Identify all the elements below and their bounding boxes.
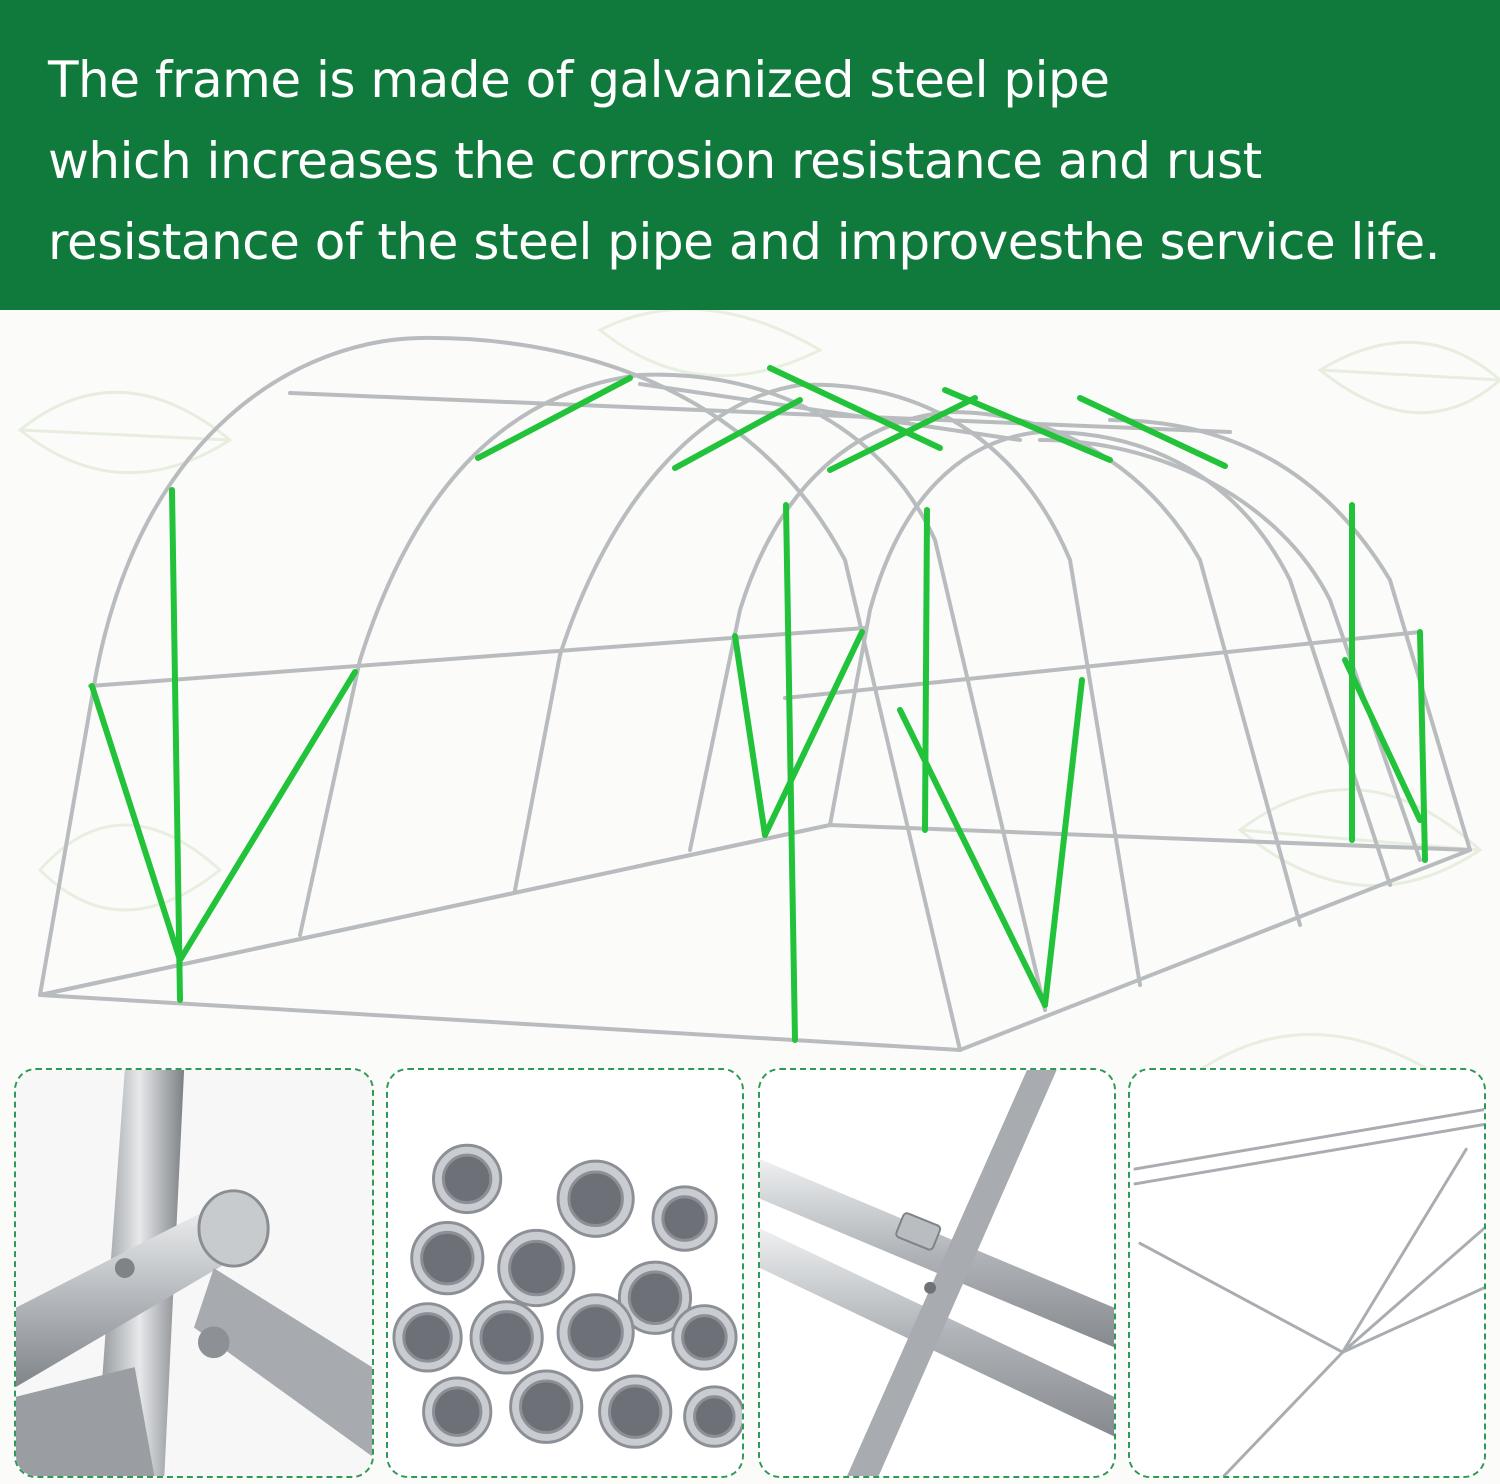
detail-panel-pipe-joint — [758, 1068, 1116, 1478]
detail-panel-pipe-bundle — [386, 1068, 744, 1478]
pipe-joint-photo — [760, 1070, 1114, 1476]
headline-line-3: resistance of the steel pipe and improve… — [48, 213, 1441, 271]
headline-banner: The frame is made of galvanized steel pi… — [0, 0, 1500, 310]
headline-line-2: which increases the corrosion resistance… — [48, 132, 1262, 190]
greenhouse-frame-illustration — [38, 335, 1472, 1053]
steel-pipe-bundle-photo — [388, 1070, 742, 1476]
detail-panel-bolt-connector — [14, 1068, 374, 1478]
headline-line-1: The frame is made of galvanized steel pi… — [48, 51, 1110, 109]
bolt-connector-photo — [16, 1070, 372, 1476]
detail-panel-frame-corner — [1128, 1068, 1486, 1478]
frame-corner-photo — [1130, 1070, 1484, 1476]
